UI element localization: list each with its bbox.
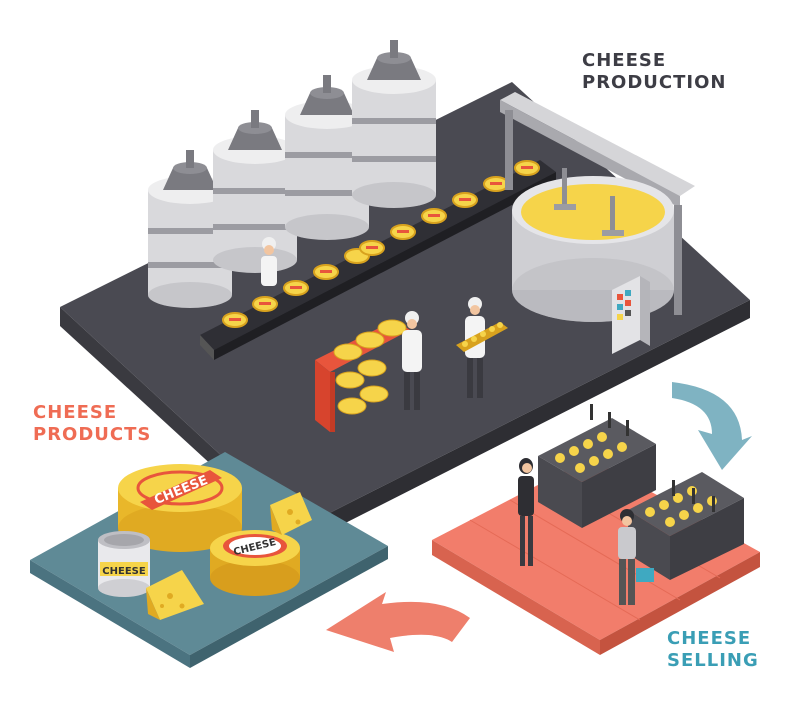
jar-tag: CHEESE <box>102 566 146 577</box>
worker-icon <box>261 237 508 410</box>
selling-label-line1: CHEESE <box>667 628 752 649</box>
cheese-vat-icon <box>500 92 695 322</box>
control-panel-icon <box>612 276 650 354</box>
shelf-cart <box>315 319 410 432</box>
cheese-wedge-icon <box>146 492 312 620</box>
selling-label: CHEESE SELLING <box>667 628 759 672</box>
conveyor-icon <box>200 160 556 360</box>
selling-floor <box>432 458 760 655</box>
selling-label-line2: SELLING <box>667 650 759 671</box>
customer-icon <box>518 458 654 605</box>
round-box-icon: CHEESE <box>210 530 300 596</box>
production-label-line2: PRODUCTION <box>582 72 727 93</box>
products-label: CHEESE PRODUCTS <box>33 402 151 446</box>
shop-counter-icon <box>538 404 744 580</box>
products-label-line1: CHEESE <box>33 402 118 423</box>
storage-tank-icon <box>148 40 436 308</box>
production-label: CHEESE PRODUCTION <box>582 50 726 94</box>
products-label-line2: PRODUCTS <box>33 424 152 445</box>
arrow-icon <box>326 382 752 652</box>
cheese-jar-icon: CHEESE <box>98 531 150 597</box>
production-label-line1: CHEESE <box>582 50 667 71</box>
